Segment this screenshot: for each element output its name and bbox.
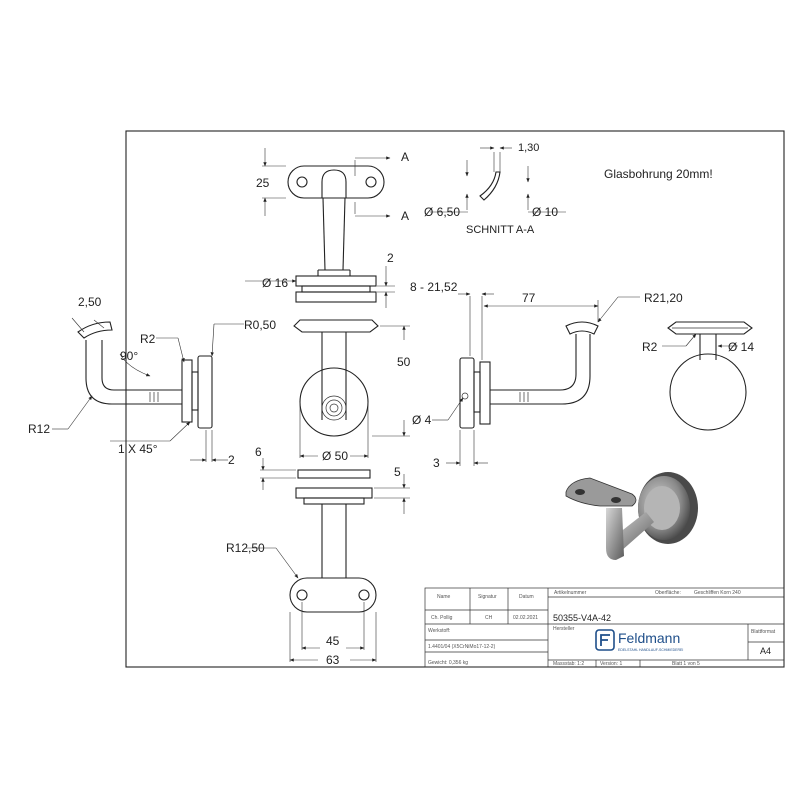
dim-height-50: 50 bbox=[397, 355, 411, 369]
center-front-view bbox=[293, 319, 410, 458]
tb-article-header: Artikelnummer bbox=[554, 590, 587, 596]
tb-version: Version: 1 bbox=[600, 661, 622, 667]
tb-sheet-format: A4 bbox=[760, 646, 771, 656]
dim-range: 8 - 21,52 bbox=[410, 280, 458, 294]
dim-width-45: 45 bbox=[326, 634, 340, 648]
dim-r2120: R21,20 bbox=[644, 291, 683, 305]
glass-drilling-note: Glasbohrung 20mm! bbox=[604, 167, 713, 181]
tb-date: 02.02.2021 bbox=[513, 615, 538, 621]
dim-r2-right: R2 bbox=[642, 340, 658, 354]
title-block bbox=[424, 587, 785, 668]
tb-col-name: Name bbox=[437, 594, 451, 600]
section-a-a-detail bbox=[430, 146, 566, 213]
dim-chamfer: 1 X 45° bbox=[118, 442, 158, 456]
tb-material-label: Werkstoff: bbox=[428, 628, 450, 634]
dim-r1250: R12,50 bbox=[226, 541, 265, 555]
section-marker-top: A bbox=[401, 150, 409, 164]
dim-r250: 2,50 bbox=[78, 295, 102, 309]
feldmann-logo-icon bbox=[595, 629, 615, 651]
tb-surface-value: Geschliffen Korn 240 bbox=[694, 590, 741, 596]
dim-six: 6 bbox=[255, 445, 262, 459]
dim-gap-2-top: 2 bbox=[387, 251, 394, 265]
dim-dia-650: Ø 6,50 bbox=[424, 205, 460, 219]
dim-dia-10: Ø 10 bbox=[532, 205, 558, 219]
end-view bbox=[662, 321, 753, 431]
dim-dia-14: Ø 14 bbox=[728, 340, 754, 354]
tb-drawn-by: Ch. Pollig bbox=[431, 615, 453, 621]
tb-sheet-format-label: Blattformat bbox=[751, 629, 776, 635]
tb-scale: Massstab: 1:2 bbox=[553, 661, 584, 667]
tb-col-signature: Signatur bbox=[478, 594, 497, 600]
tb-weight: Gewicht: 0,356 kg bbox=[428, 660, 468, 666]
dim-r2-left: R2 bbox=[140, 332, 156, 346]
tb-company-tagline: EDELSTAHL HANDLAUF-SCHMIEDEREI bbox=[618, 648, 683, 652]
tb-company-name: Feldmann bbox=[618, 630, 680, 646]
dim-r050: R0,50 bbox=[244, 318, 276, 332]
tb-signature: CH bbox=[485, 615, 493, 621]
dim-dia-4: Ø 4 bbox=[412, 413, 432, 427]
tb-sheet: Blatt 1 von 5 bbox=[672, 661, 700, 667]
dim-gap-2-left: 2 bbox=[228, 453, 235, 467]
dim-dia-16: Ø 16 bbox=[262, 276, 288, 290]
isometric-render bbox=[565, 472, 698, 560]
dim-width-63: 63 bbox=[326, 653, 340, 667]
left-side-view bbox=[52, 317, 244, 462]
tb-surface-header: Oberfläche: bbox=[655, 590, 681, 596]
dim-wall-thickness: 1,30 bbox=[518, 142, 539, 154]
bottom-plan-view bbox=[246, 458, 410, 662]
dim-r12: R12 bbox=[28, 422, 50, 436]
dim-length-77: 77 bbox=[522, 291, 536, 305]
dim-three: 3 bbox=[433, 456, 440, 470]
tb-article-number: 50355-V4A-42 bbox=[553, 613, 611, 623]
tb-material-value: 1.4401/04 (X5CrNiMo17-12-2) bbox=[428, 644, 496, 650]
dim-angle-90: 90° bbox=[120, 349, 138, 363]
right-side-view bbox=[432, 292, 640, 466]
dim-five: 5 bbox=[394, 465, 401, 479]
dim-dia-50: Ø 50 bbox=[322, 449, 348, 463]
tb-col-date: Datum bbox=[519, 594, 534, 600]
tb-manufacturer-label: Hersteller bbox=[553, 626, 575, 632]
section-marker-bottom: A bbox=[401, 209, 409, 223]
section-label: SCHNITT A-A bbox=[466, 224, 535, 236]
dim-top-height: 25 bbox=[256, 176, 270, 190]
top-saddle-view bbox=[245, 148, 395, 308]
